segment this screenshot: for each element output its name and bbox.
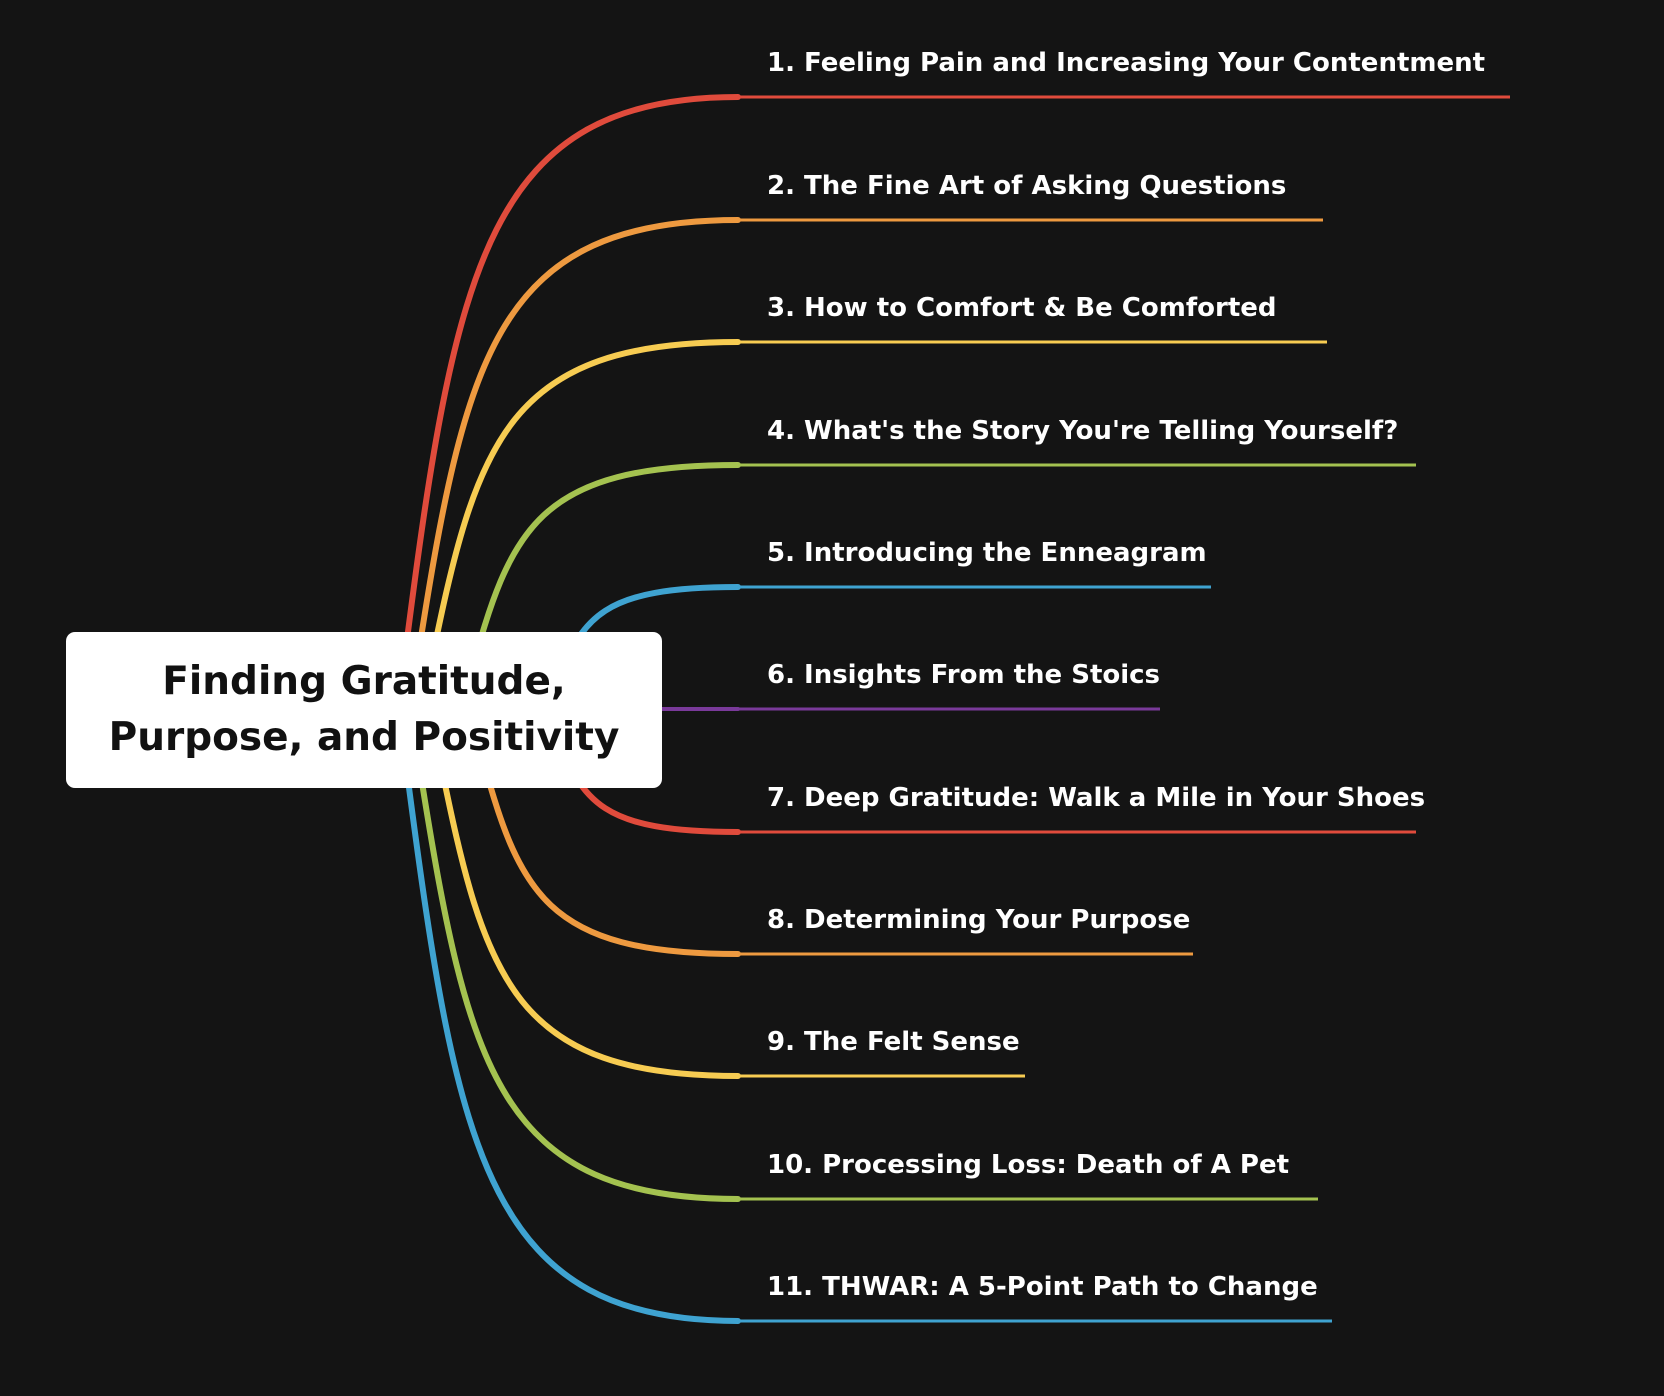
branch-underlines: [738, 95, 1510, 1323]
branch-label-11[interactable]: 11. THWAR: A 5-Point Path to Change: [767, 1272, 1318, 1302]
branch-connector-1: [402, 94, 741, 658]
branch-label-8[interactable]: 8. Determining Your Purpose: [767, 905, 1190, 935]
branch-connector-10: [417, 767, 741, 1202]
branch-label-2[interactable]: 2. The Fine Art of Asking Questions: [767, 171, 1286, 201]
branch-label-7[interactable]: 7. Deep Gratitude: Walk a Mile in Your S…: [767, 783, 1425, 813]
branch-connectors: [402, 94, 741, 1324]
branch-connector-8: [477, 746, 741, 957]
branch-label-6[interactable]: 6. Insights From the Stoics: [767, 660, 1160, 690]
branch-labels: 1. Feeling Pain and Increasing Your Cont…: [767, 48, 1485, 1302]
branch-label-3[interactable]: 3. How to Comfort & Be Comforted: [767, 293, 1277, 323]
branch-connector-3: [427, 339, 741, 672]
branch-label-10[interactable]: 10. Processing Loss: Death of A Pet: [767, 1150, 1289, 1180]
branch-connector-2: [414, 217, 741, 666]
branch-label-4[interactable]: 4. What's the Story You're Telling Yours…: [767, 416, 1398, 446]
branch-connector-11: [405, 777, 741, 1324]
central-topic-title: Finding Gratitude, Purpose, and Positivi…: [108, 659, 620, 760]
branch-label-5[interactable]: 5. Introducing the Enneagram: [767, 538, 1207, 568]
central-topic-node[interactable]: Finding Gratitude, Purpose, and Positivi…: [66, 632, 662, 788]
branch-label-1[interactable]: 1. Feeling Pain and Increasing Your Cont…: [767, 48, 1485, 78]
branch-label-9[interactable]: 9. The Felt Sense: [767, 1027, 1020, 1057]
branch-connector-9: [437, 757, 741, 1079]
branch-connector-4: [467, 462, 741, 680]
